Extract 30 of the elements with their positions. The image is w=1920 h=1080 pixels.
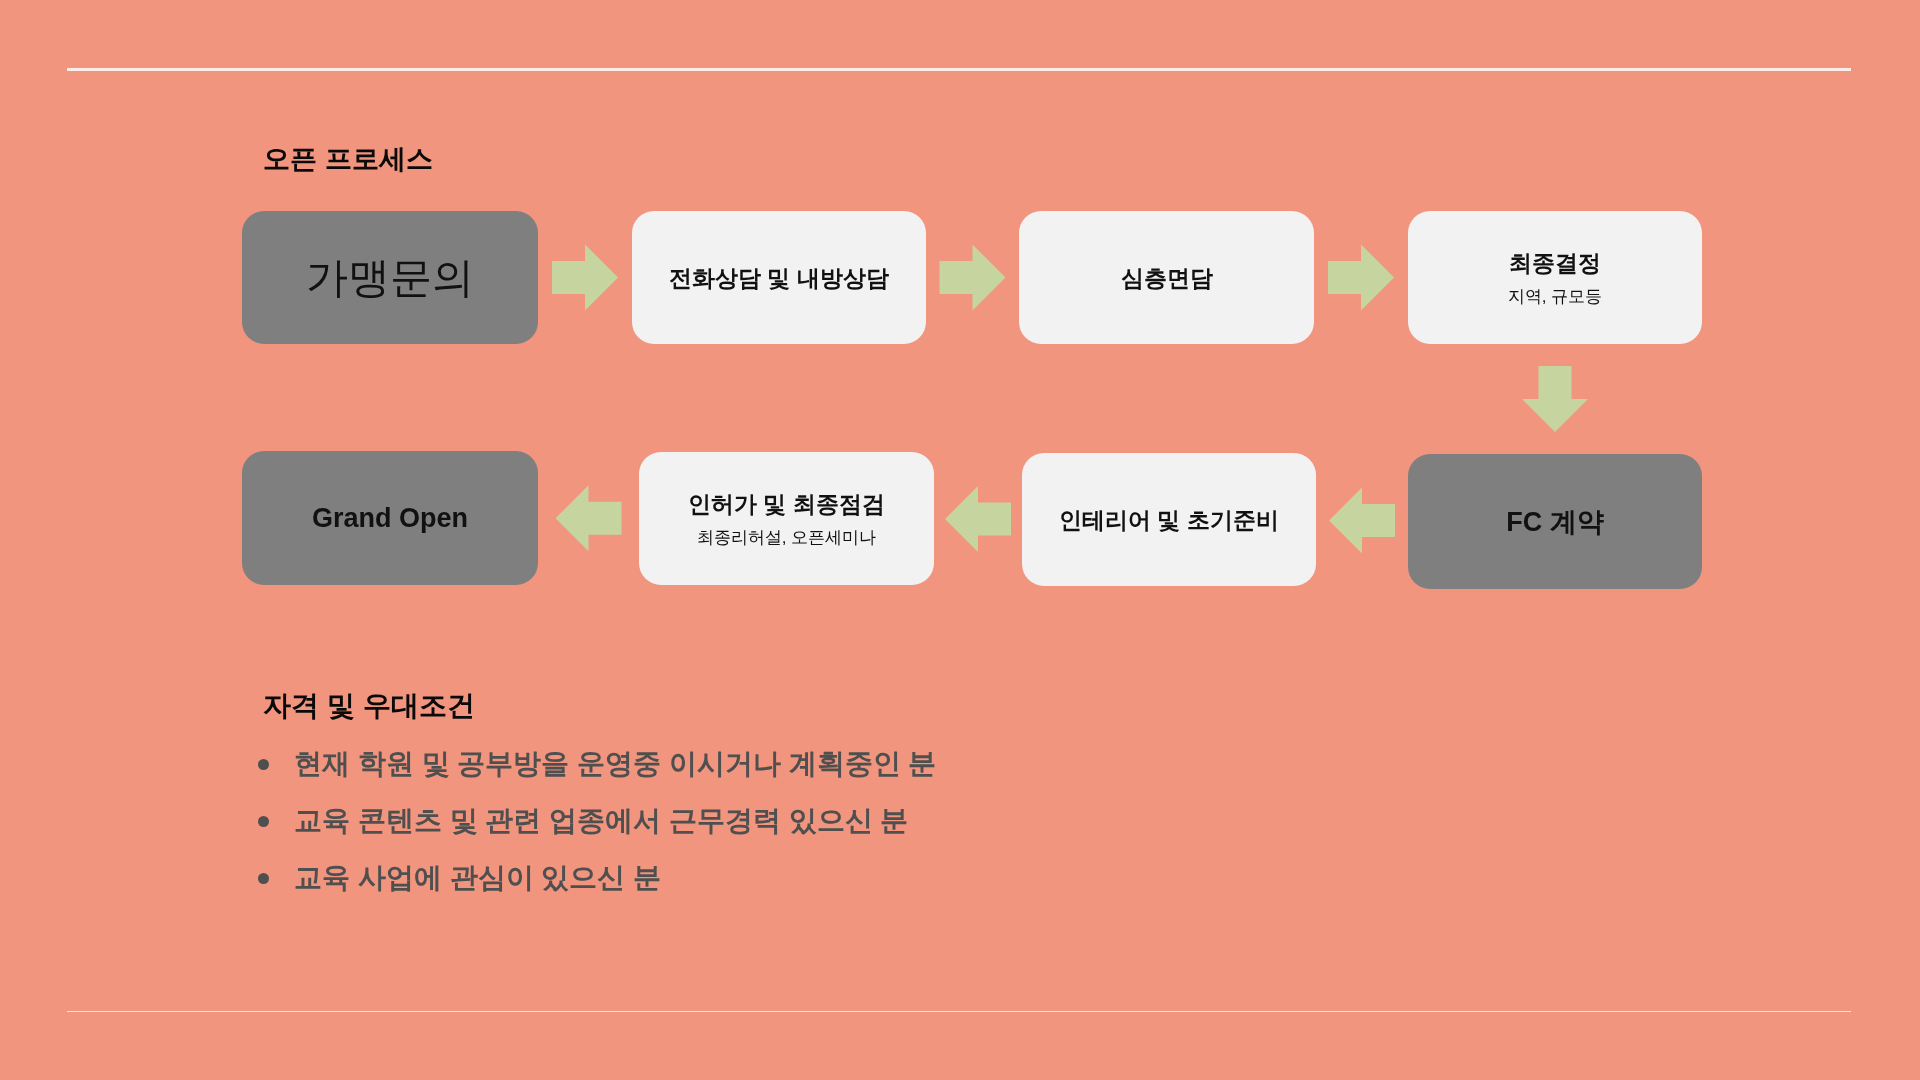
step-label: 심층면담 (1119, 263, 1214, 292)
step-box (632, 211, 926, 344)
step-label: 인테리어 및 초기준비 (1058, 505, 1280, 534)
block-arrow (1328, 244, 1394, 311)
step-box (639, 452, 934, 585)
bullet-text: 현재 학원 및 공부방을 운영중 이시거나 계획중인 분 (294, 747, 937, 781)
step-label: FC 계약 (1505, 505, 1605, 539)
step-label: 전화상담 및 내방상담 (668, 263, 890, 292)
step-note: 최종리허설, 오픈세미나 (695, 526, 878, 548)
section-heading: 자격 및 우대조건 (263, 689, 475, 723)
block-arrow (1522, 366, 1588, 432)
block-arrow (939, 244, 1006, 311)
block-arrow (1329, 487, 1395, 554)
step-note: 지역, 규모등 (1506, 285, 1604, 307)
bullet-text: 교육 사업에 관심이 있으신 분 (294, 861, 662, 895)
step-label: Grand Open (311, 502, 469, 535)
step-box (1408, 211, 1702, 344)
step-label: 최종결정 (1508, 248, 1602, 277)
bullet-text: 교육 콘텐츠 및 관련 업종에서 근무경력 있으신 분 (294, 804, 909, 838)
block-arrow (552, 244, 618, 311)
step-box (1019, 211, 1314, 344)
step-box (242, 211, 538, 344)
diagram-title: 오픈 프로세스 (263, 143, 433, 176)
step-label: 가맹문의 (305, 252, 475, 303)
step-box (1022, 453, 1316, 586)
block-arrow (945, 486, 1011, 552)
block-arrow (555, 485, 622, 552)
step-label: 인허가 및 최종점검 (687, 489, 886, 518)
step-box (242, 451, 538, 585)
step-box (1408, 454, 1702, 589)
